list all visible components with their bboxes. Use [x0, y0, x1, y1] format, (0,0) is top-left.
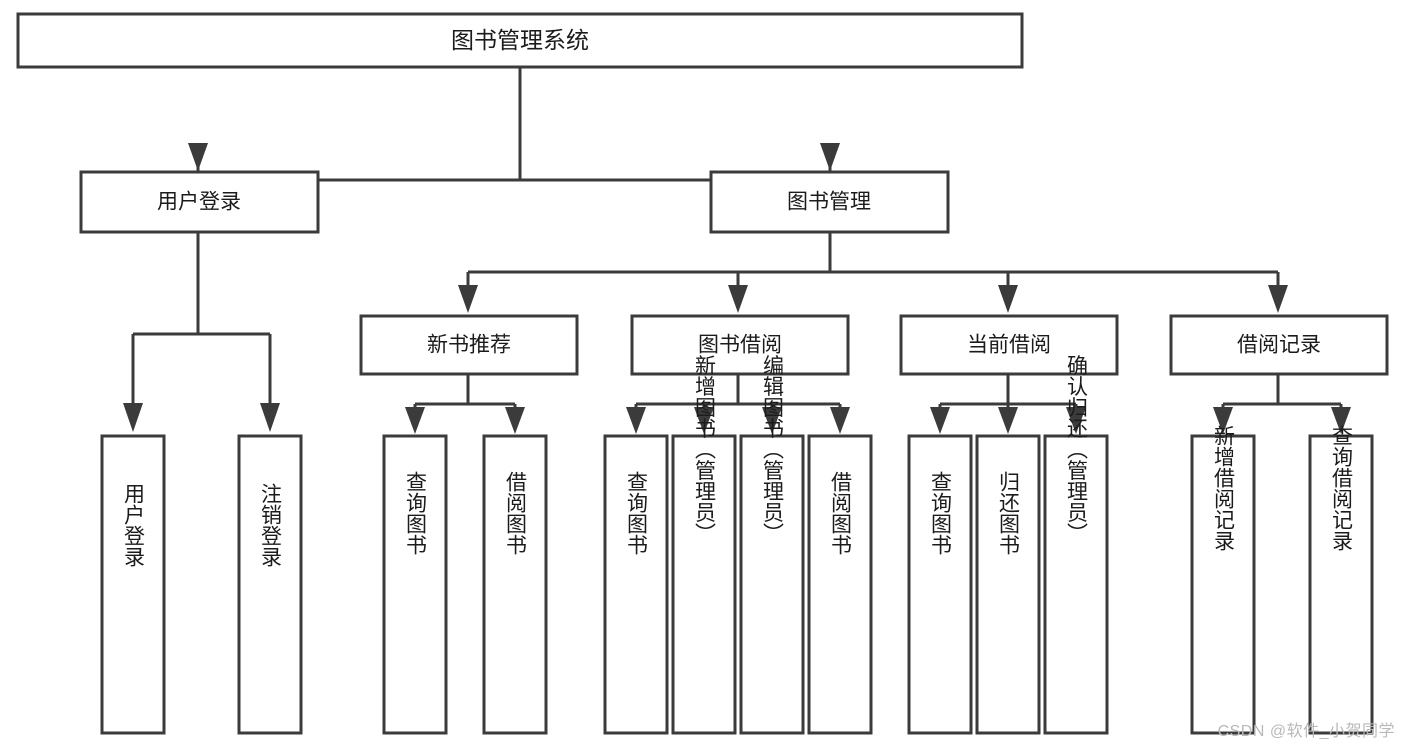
node-leaf-query-book-1[interactable]: 查询图书	[382, 434, 448, 735]
node-new-book-recommend[interactable]: 新书推荐	[359, 314, 579, 376]
node-leaf-query-record[interactable]: 查询借阅记录	[1308, 425, 1374, 735]
node-leaf-confirm-return-box[interactable]	[1043, 434, 1109, 735]
node-borrow-record-label: 借阅记录	[1237, 334, 1321, 357]
node-user-login-label: 用户登录	[157, 191, 241, 214]
node-leaf-edit-book-label: 编辑图书（管理员）	[761, 355, 785, 544]
node-leaf-confirm-return-label: 确认归还（管理员）	[1065, 355, 1089, 544]
arrowhead-leaf-return-book	[998, 407, 1018, 434]
node-current-borrow-box[interactable]	[899, 314, 1119, 376]
arrowhead-leaf-confirm-return	[1066, 407, 1086, 434]
arrowhead-leaf-user-login	[123, 403, 143, 432]
arrowhead-leaf-borrow-book-2	[830, 407, 850, 434]
arrowhead-leaf-edit-book	[762, 407, 782, 434]
node-leaf-edit-book[interactable]: 编辑图书（管理员）	[739, 355, 805, 735]
node-borrow-record[interactable]: 借阅记录	[1169, 314, 1389, 376]
arrowhead-leaf-query-record	[1331, 407, 1351, 434]
node-borrow-record-box[interactable]	[1169, 314, 1389, 376]
node-leaf-query-book-3-box[interactable]	[907, 434, 973, 735]
node-leaf-add-record-label: 新增借阅记录	[1212, 425, 1236, 551]
node-new-book-recommend-label: 新书推荐	[427, 334, 511, 357]
node-leaf-logout-login[interactable]: 注销登录	[237, 434, 303, 735]
node-leaf-query-record-box[interactable]	[1308, 434, 1374, 735]
node-leaf-logout-login-label: 注销登录	[259, 483, 283, 567]
node-book-management-label: 图书管理	[787, 191, 871, 214]
node-leaf-query-book-1-label: 查询图书	[404, 471, 428, 555]
arrowhead-leaf-query-book-2	[626, 407, 646, 434]
node-leaf-query-book-3-label: 查询图书	[929, 471, 953, 555]
node-leaf-add-book-label: 新增图书（管理员）	[693, 355, 717, 544]
node-leaf-borrow-book-1-box[interactable]	[482, 434, 548, 735]
arrowhead-leaf-query-book-1	[405, 407, 425, 434]
node-leaf-add-book[interactable]: 新增图书（管理员）	[671, 355, 737, 735]
node-leaf-user-login-label: 用户登录	[122, 483, 146, 567]
arrowhead-current-borrow	[998, 285, 1018, 313]
arrowhead-leaf-add-record	[1213, 407, 1233, 434]
node-user-login-box[interactable]	[79, 170, 320, 234]
node-new-book-recommend-box[interactable]	[359, 314, 579, 376]
arrowhead-book-borrow	[728, 285, 748, 313]
node-book-borrow-box[interactable]	[630, 314, 850, 376]
node-leaf-add-record-box[interactable]	[1190, 434, 1256, 735]
node-root-box[interactable]	[16, 12, 1024, 69]
node-leaf-return-book-label: 归还图书	[997, 471, 1021, 555]
node-leaf-query-record-label: 查询借阅记录	[1330, 425, 1354, 551]
node-leaf-query-book-2-label: 查询图书	[625, 471, 649, 555]
node-leaf-confirm-return[interactable]: 确认归还（管理员）	[1043, 355, 1109, 735]
node-leaf-borrow-book-2[interactable]: 借阅图书	[807, 434, 873, 735]
node-leaf-query-book-2[interactable]: 查询图书	[603, 434, 669, 735]
node-leaf-borrow-book-1[interactable]: 借阅图书	[482, 434, 548, 735]
node-root[interactable]: 图书管理系统	[16, 12, 1024, 69]
node-leaf-query-book-1-box[interactable]	[382, 434, 448, 735]
node-leaf-return-book-box[interactable]	[975, 434, 1041, 735]
arrowhead-leaf-borrow-book-1	[505, 407, 525, 434]
node-leaf-return-book[interactable]: 归还图书	[975, 434, 1041, 735]
arrowhead-book-management	[820, 143, 840, 171]
node-book-management[interactable]: 图书管理	[709, 170, 950, 234]
node-book-borrow-label: 图书借阅	[698, 334, 782, 357]
node-leaf-user-login[interactable]: 用户登录	[100, 434, 166, 735]
node-leaf-add-record[interactable]: 新增借阅记录	[1190, 425, 1256, 735]
connector-layer	[123, 67, 1351, 434]
arrowhead-user-login	[188, 143, 208, 171]
node-book-borrow[interactable]: 图书借阅	[630, 314, 850, 376]
node-leaf-add-book-box[interactable]	[671, 434, 737, 735]
arrowhead-leaf-query-book-3	[930, 407, 950, 434]
node-leaf-borrow-book-2-label: 借阅图书	[829, 471, 853, 555]
arrowhead-leaf-logout-login	[260, 403, 280, 432]
node-leaf-borrow-book-1-label: 借阅图书	[504, 471, 528, 555]
node-user-login[interactable]: 用户登录	[79, 170, 320, 234]
node-current-borrow[interactable]: 当前借阅	[899, 314, 1119, 376]
arrowhead-leaf-add-book	[694, 407, 714, 434]
arrowhead-new-book-recommend	[458, 285, 478, 313]
node-leaf-edit-book-box[interactable]	[739, 434, 805, 735]
arrowhead-borrow-record	[1268, 285, 1288, 313]
node-book-management-box[interactable]	[709, 170, 950, 234]
node-leaf-query-book-3[interactable]: 查询图书	[907, 434, 973, 735]
node-leaf-borrow-book-2-box[interactable]	[807, 434, 873, 735]
node-leaf-logout-login-box[interactable]	[237, 434, 303, 735]
node-current-borrow-label: 当前借阅	[967, 334, 1051, 357]
node-leaf-user-login-box[interactable]	[100, 434, 166, 735]
node-root-label: 图书管理系统	[451, 27, 589, 53]
node-leaf-query-book-2-box[interactable]	[603, 434, 669, 735]
